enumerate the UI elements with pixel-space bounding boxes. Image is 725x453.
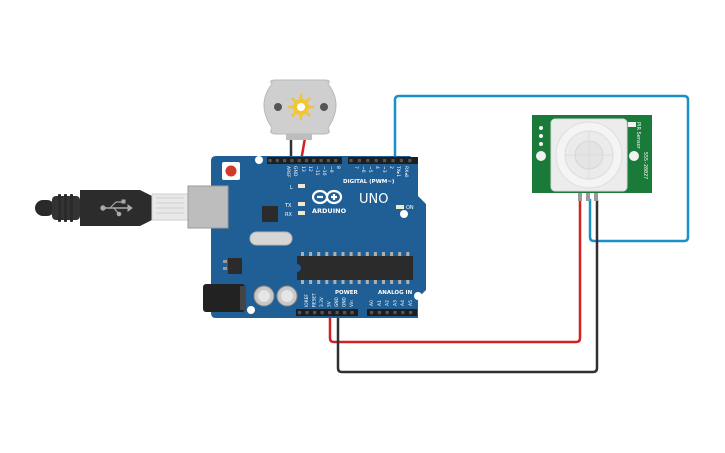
header-socket[interactable] (335, 311, 339, 315)
pin-label: RESET (312, 293, 318, 307)
pin-label: ~9 (328, 166, 334, 173)
header-socket[interactable] (328, 311, 332, 315)
header-socket[interactable] (305, 311, 309, 315)
pin-label: 4 (374, 166, 380, 169)
pir-part-number: 555-28027 (642, 152, 648, 179)
motor-shaft-icon (287, 93, 315, 121)
pin-label: GND (292, 166, 298, 177)
digital-header[interactable] (267, 157, 418, 164)
pin-label: 2 (388, 166, 394, 169)
pin-label: A0 (369, 300, 375, 306)
arduino-board[interactable]: L TX RX ON ARDUINO UNO DIGITAL (PWM~) AR… (187, 156, 426, 318)
header-socket[interactable] (366, 159, 370, 163)
header-socket[interactable] (393, 311, 397, 315)
header-socket[interactable] (343, 311, 347, 315)
pin-label: GND (342, 296, 348, 307)
pin-label: 3.3V (319, 297, 325, 307)
header-socket[interactable] (319, 159, 323, 163)
ground-wire[interactable] (336, 198, 599, 374)
header-socket[interactable] (370, 311, 374, 315)
on-label: ON (406, 205, 414, 211)
header-socket[interactable] (320, 311, 324, 315)
header-socket[interactable] (326, 159, 330, 163)
dc-power-jack[interactable] (203, 284, 245, 312)
pin-label: ~3 (381, 166, 387, 173)
model-label: UNO (359, 192, 388, 207)
brand-label: ARDUINO (312, 207, 347, 215)
pin-label: IOREF (304, 294, 310, 307)
pin-label: A1 (377, 300, 383, 306)
header-socket[interactable] (374, 159, 378, 163)
led-label-rx: RX (285, 212, 292, 218)
header-socket[interactable] (349, 159, 353, 163)
usb-icon (100, 199, 133, 217)
crystal (249, 231, 293, 246)
usb-b-jack (187, 185, 229, 229)
header-socket[interactable] (357, 159, 361, 163)
power-label: POWER (335, 290, 359, 296)
digital-label: DIGITAL (PWM~) (343, 179, 395, 185)
header-socket[interactable] (283, 159, 287, 163)
microcontroller-chip (297, 252, 413, 284)
header-socket[interactable] (312, 159, 316, 163)
header-socket[interactable] (391, 159, 395, 163)
signal-wire[interactable] (393, 94, 690, 243)
arduino-logo-icon (311, 189, 343, 205)
status-leds: L TX RX (284, 184, 305, 218)
header-socket[interactable] (334, 159, 338, 163)
header-socket[interactable] (383, 159, 387, 163)
header-socket[interactable] (385, 311, 389, 315)
pin-label: 5V (327, 301, 333, 307)
pin-label: ~10 (321, 166, 327, 176)
header-socket[interactable] (409, 311, 413, 315)
header-socket[interactable] (313, 311, 317, 315)
pir-pins[interactable] (578, 193, 598, 201)
pin-label: RX◂0 (403, 166, 409, 177)
pin-label: 8 (335, 166, 341, 169)
pir-side-text: PIR Sensor (635, 122, 641, 150)
header-socket[interactable] (377, 311, 381, 315)
pir-lens-icon (555, 121, 623, 189)
on-led (396, 205, 404, 209)
usb-chip (262, 206, 278, 222)
pin-label: A2 (385, 300, 391, 306)
led-label-tx: TX (284, 203, 292, 209)
pin-label: A4 (400, 300, 406, 306)
pir-sensor[interactable]: 555-28027 PIR Sensor (532, 115, 652, 201)
header-socket[interactable] (298, 311, 302, 315)
pin-label: ~5 (367, 166, 373, 173)
power-wire[interactable] (328, 198, 582, 344)
header-socket[interactable] (399, 159, 403, 163)
pin-label: 7 (353, 166, 359, 169)
header-socket[interactable] (268, 159, 272, 163)
pin-label: ~11 (314, 166, 320, 176)
pin-label: 12 (307, 166, 313, 172)
pin-label: A5 (408, 300, 414, 306)
pin-label: 13 (300, 166, 306, 172)
pin-label: TX▸1 (395, 165, 401, 177)
pin-label: GND (334, 296, 340, 307)
analog-header[interactable] (367, 309, 417, 316)
header-socket[interactable] (304, 159, 309, 163)
led-label-l: L (290, 185, 293, 191)
pin-label: Vin (349, 300, 355, 307)
pin-label: ~6 (360, 166, 366, 173)
header-socket[interactable] (408, 159, 412, 163)
analog-label: ANALOG IN (378, 290, 413, 296)
header-socket[interactable] (401, 311, 405, 315)
pin-label: AREF (285, 166, 291, 178)
dc-motor[interactable] (263, 79, 337, 140)
power-header[interactable] (296, 309, 358, 316)
header-socket[interactable] (290, 159, 294, 163)
header-socket[interactable] (350, 311, 354, 315)
header-socket[interactable] (297, 159, 301, 163)
voltage-regulator (223, 258, 242, 274)
header-socket[interactable] (275, 159, 279, 163)
wires (289, 94, 690, 374)
pin-label: A3 (392, 300, 398, 306)
